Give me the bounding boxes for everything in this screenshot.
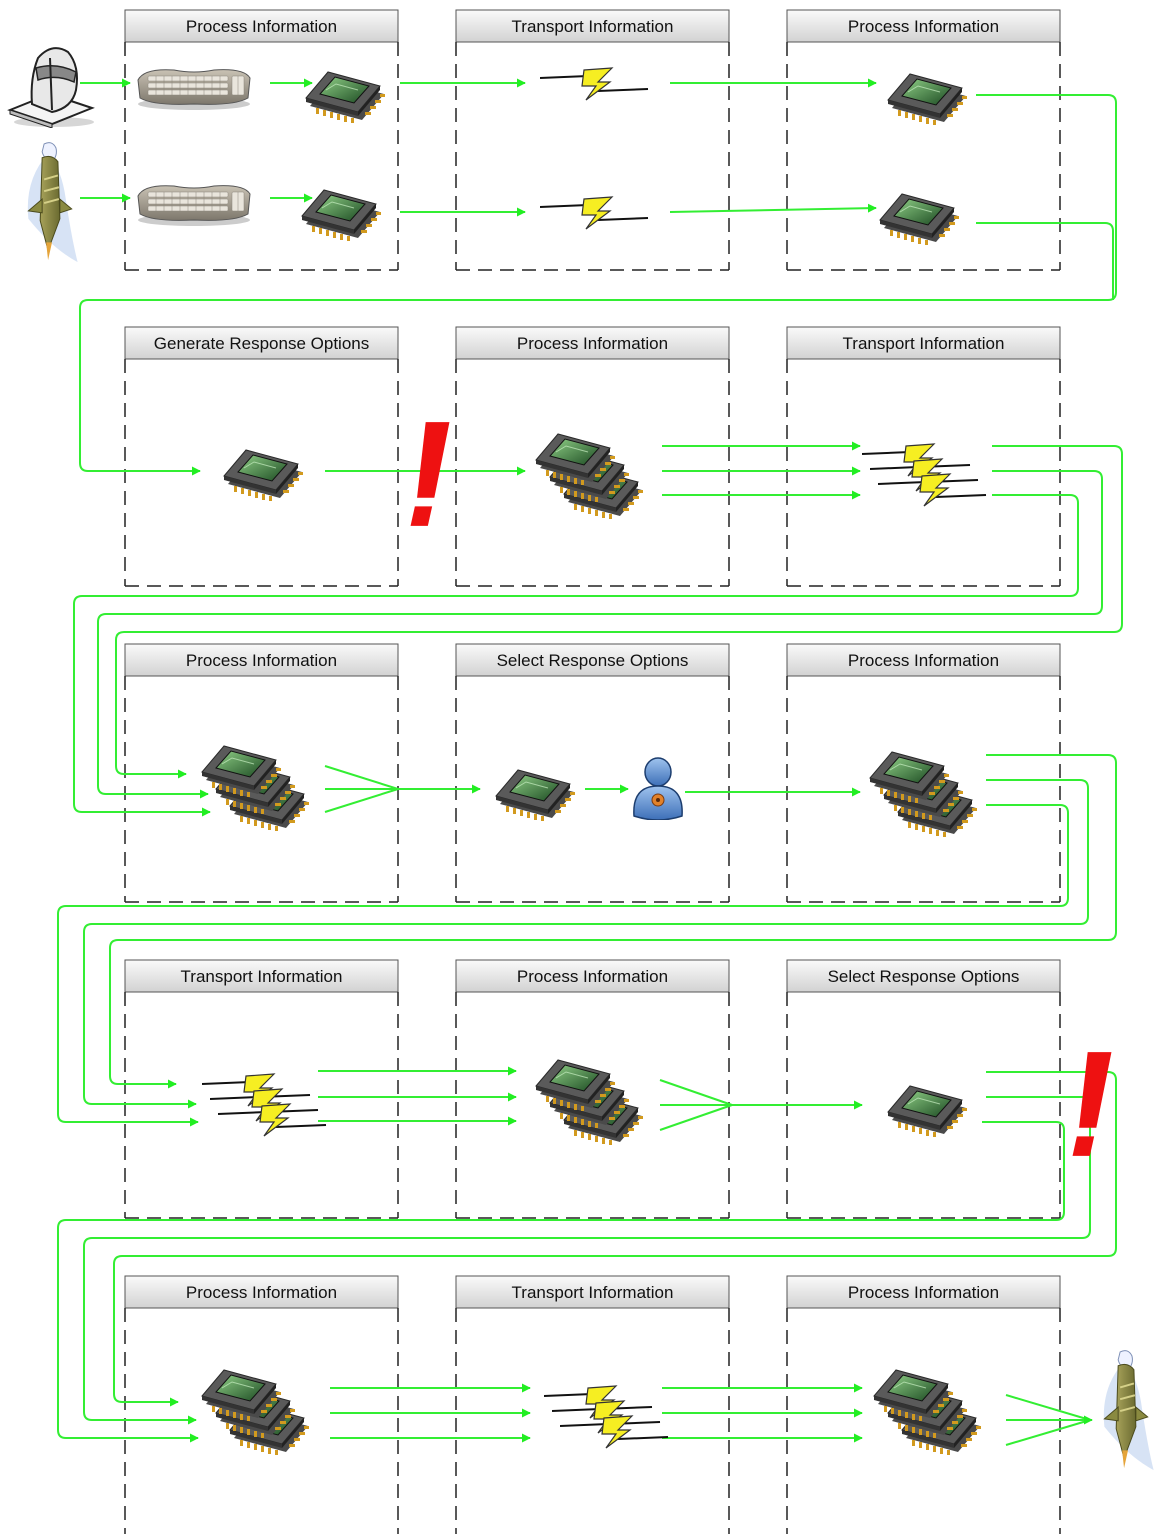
panel-title: Process Information xyxy=(186,1283,337,1302)
processor-chip-icon xyxy=(888,1086,967,1137)
alert-icon xyxy=(1073,1052,1112,1156)
fan-in-line xyxy=(1006,1420,1090,1445)
processor-stack-icon xyxy=(536,434,643,519)
fan-in-line xyxy=(1006,1395,1090,1420)
panel-title: Process Information xyxy=(517,334,668,353)
return-connector xyxy=(80,95,1116,471)
panel-r1-c2: Transport Information xyxy=(456,10,729,270)
rocket-icon xyxy=(1104,1351,1154,1470)
panel-r5-c2: Transport Information xyxy=(456,1276,729,1534)
panel-title: Process Information xyxy=(517,967,668,986)
panel-r2-c3: Transport Information xyxy=(787,327,1060,586)
lightning-bundle-icon xyxy=(544,1386,668,1448)
keyboard-icon xyxy=(138,70,250,110)
panel-title: Process Information xyxy=(186,17,337,36)
processor-chip-icon xyxy=(496,770,575,821)
panel-title: Process Information xyxy=(186,651,337,670)
panel-title: Generate Response Options xyxy=(154,334,369,353)
processor-chip-icon xyxy=(224,450,303,501)
fan-in-line xyxy=(325,766,398,789)
processor-stack-icon xyxy=(870,752,977,837)
operator-terminal-icon xyxy=(10,48,94,128)
return-connector xyxy=(976,223,1113,300)
lightning-bundle-icon xyxy=(862,444,986,506)
alert-icon xyxy=(411,422,450,526)
keyboard-icon xyxy=(138,186,250,226)
fan-in-line xyxy=(325,789,398,812)
return-connector xyxy=(84,1097,1090,1420)
processor-stack-icon xyxy=(202,1370,309,1455)
processor-stack-icon xyxy=(202,746,309,831)
fan-in-line xyxy=(660,1105,732,1130)
panel-r3-c2: Select Response Options xyxy=(456,644,729,902)
panel-title: Process Information xyxy=(848,17,999,36)
rocket-icon xyxy=(28,143,78,262)
panel-r4-c3: Select Response Options xyxy=(787,960,1060,1218)
flow-arrow xyxy=(670,208,876,212)
lightning-bundle-icon xyxy=(202,1074,326,1136)
panel-title: Select Response Options xyxy=(497,651,689,670)
processor-chip-icon xyxy=(880,194,959,245)
panel-title: Transport Information xyxy=(512,17,674,36)
processor-chip-icon xyxy=(888,74,967,125)
panel-title: Transport Information xyxy=(843,334,1005,353)
user-icon xyxy=(634,758,682,820)
processor-stack-icon xyxy=(874,1370,981,1455)
lightning-icon xyxy=(540,197,648,229)
processor-chip-icon xyxy=(302,190,381,241)
panel-title: Select Response Options xyxy=(828,967,1020,986)
fan-in-line xyxy=(660,1080,732,1105)
panel-title: Transport Information xyxy=(512,1283,674,1302)
panel-title: Process Information xyxy=(848,1283,999,1302)
panel-title: Process Information xyxy=(848,651,999,670)
lightning-icon xyxy=(540,68,648,100)
processor-stack-icon xyxy=(536,1060,643,1145)
processor-chip-icon xyxy=(306,72,385,123)
panel-title: Transport Information xyxy=(181,967,343,986)
